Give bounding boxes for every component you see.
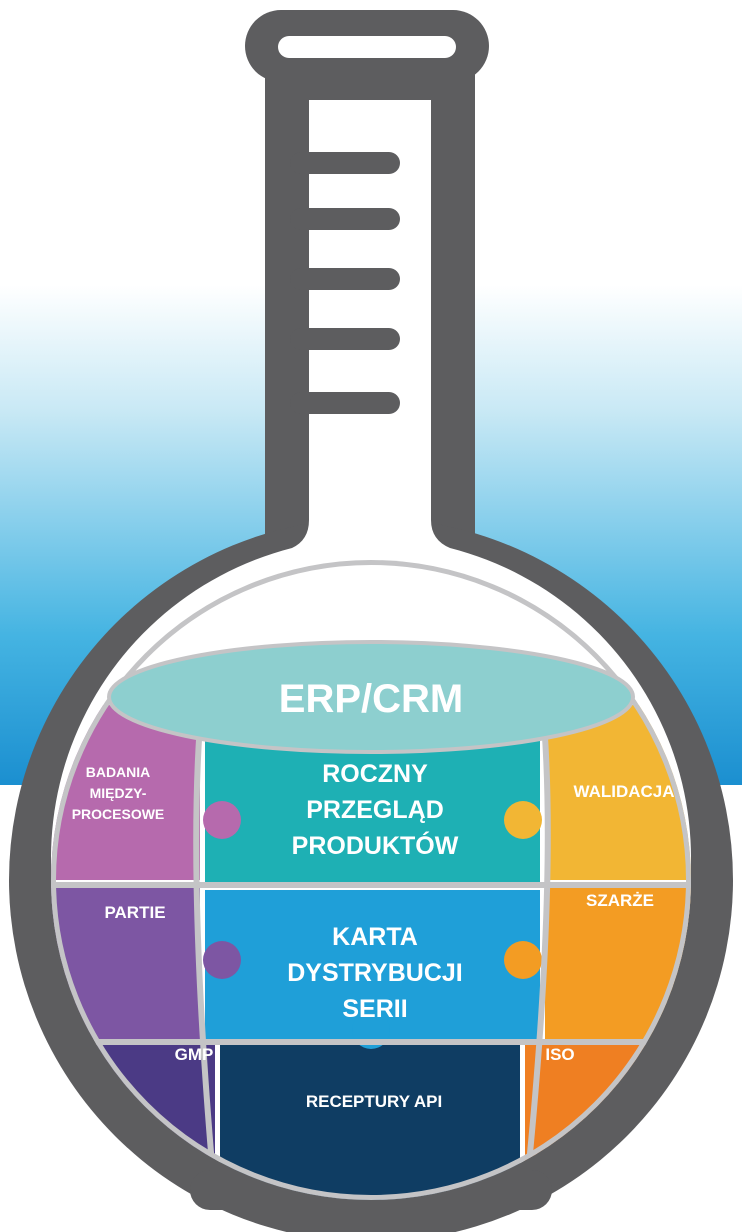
knob-right-upper xyxy=(504,801,542,839)
left-upper-line-3: PROCESOWE xyxy=(72,806,165,822)
center-bottom-piece xyxy=(220,1045,520,1200)
left-upper-line-1: BADANIA xyxy=(86,764,151,780)
knob-right-middle xyxy=(504,941,542,979)
top-label: ERP/CRM xyxy=(279,677,463,721)
globe-grid xyxy=(51,560,691,1200)
center-middle-line-3: SERII xyxy=(342,995,407,1023)
right-bottom-label: ISO xyxy=(545,1045,574,1064)
center-upper-line-2: PRZEGLĄD xyxy=(306,796,444,824)
center-upper-line-1: ROCZNY xyxy=(322,760,428,788)
erp-crm-disc xyxy=(107,640,635,754)
right-upper-label: WALIDACJA xyxy=(573,782,674,801)
measure-ticks xyxy=(290,152,400,414)
knob-left-middle xyxy=(203,941,241,979)
labels: ERP/CRM ROCZNY PRZEGLĄD PRODUKTÓW KARTA … xyxy=(72,677,675,1111)
left-bottom-label: GMP xyxy=(175,1045,214,1064)
center-upper-line-3: PRODUKTÓW xyxy=(292,830,459,860)
rim-opening xyxy=(278,36,456,58)
center-bottom-label: RECEPTURY API xyxy=(306,1092,442,1111)
left-middle-label: PARTIE xyxy=(104,903,165,922)
center-middle-line-1: KARTA xyxy=(332,923,418,951)
knob-left-upper xyxy=(203,801,241,839)
right-middle-label: SZARŻE xyxy=(586,891,654,910)
center-middle-line-2: DYSTRYBUCJI xyxy=(287,959,463,987)
left-upper-line-2: MIĘDZY- xyxy=(90,785,147,801)
